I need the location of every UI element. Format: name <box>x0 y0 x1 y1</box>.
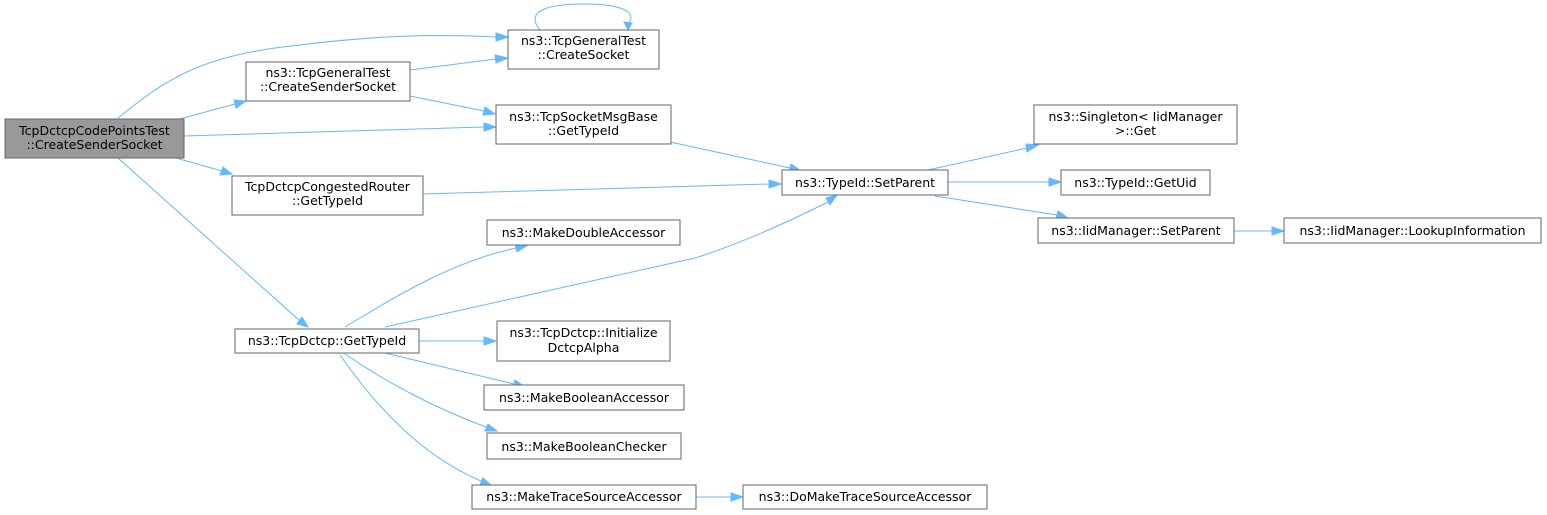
edges <box>117 3 1286 502</box>
nodes: TcpDctcpCodePointsTest ::CreateSenderSoc… <box>4 29 1542 510</box>
node-root-line-1: TcpDctcpCodePointsTest <box>18 123 170 138</box>
node-create-socket[interactable]: ns3::TcpGeneralTest ::CreateSocket <box>507 29 660 70</box>
node-root-line-2: ::CreateSenderSocket <box>26 137 162 152</box>
node-dctcp-typeid-label: ns3::TcpDctcp::GetTypeId <box>248 333 406 348</box>
node-root[interactable]: TcpDctcpCodePointsTest ::CreateSenderSoc… <box>4 118 185 159</box>
node-lookup[interactable]: ns3::IidManager::LookupInformation <box>1283 217 1542 244</box>
node-router-typeid-line-1: TcpDctcpCongestedRouter <box>244 179 411 194</box>
node-trace-acc[interactable]: ns3::MakeTraceSourceAccessor <box>471 484 697 510</box>
edge-create-sender-socket-create-socket <box>409 54 510 71</box>
node-dctcp-typeid[interactable]: ns3::TcpDctcp::GetTypeId <box>234 328 420 354</box>
edge-create-sender-socket-msgbase-typeid <box>409 95 497 116</box>
edge-setparent-getuid <box>948 177 1063 187</box>
node-router-typeid-line-2: ::GetTypeId <box>292 193 363 208</box>
node-getuid[interactable]: ns3::TypeId::GetUid <box>1060 169 1211 196</box>
edge-root-create-sender-socket <box>175 99 248 121</box>
node-lookup-label: ns3::IidManager::LookupInformation <box>1299 223 1525 238</box>
node-trace-acc-label: ns3::MakeTraceSourceAccessor <box>486 489 682 504</box>
edge-setparent-singleton-get <box>927 143 1040 171</box>
edge-trace-acc-do-trace-acc <box>696 492 745 502</box>
edge-dctcp-typeid-init-alpha <box>419 336 498 346</box>
node-bool-acc[interactable]: ns3::MakeBooleanAccessor <box>483 384 685 411</box>
node-create-socket-line-1: ns3::TcpGeneralTest <box>521 33 646 48</box>
node-do-trace-acc[interactable]: ns3::DoMakeTraceSourceAccessor <box>742 484 988 510</box>
node-iid-setparent[interactable]: ns3::IidManager::SetParent <box>1037 217 1235 244</box>
node-init-alpha[interactable]: ns3::TcpDctcp::Initialize DctcpAlpha <box>496 320 671 362</box>
node-msgbase-typeid[interactable]: ns3::TcpSocketMsgBase ::GetTypeId <box>495 104 672 145</box>
node-singleton-get-line-2: >::Get <box>1115 123 1156 138</box>
edge-router-typeid-setparent <box>422 179 783 195</box>
edge-root-msgbase-typeid <box>183 122 498 137</box>
edge-dctcp-typeid-double-acc <box>344 243 530 328</box>
edge-dctcp-typeid-bool-chk <box>344 353 499 432</box>
node-msgbase-typeid-line-1: ns3::TcpSocketMsgBase <box>509 109 658 124</box>
node-bool-acc-label: ns3::MakeBooleanAccessor <box>499 390 670 405</box>
node-router-typeid[interactable]: TcpDctcpCongestedRouter ::GetTypeId <box>231 175 424 216</box>
node-iid-setparent-label: ns3::IidManager::SetParent <box>1051 223 1221 238</box>
node-singleton-get-line-1: ns3::Singleton< IidManager <box>1048 109 1223 124</box>
edge-dctcp-typeid-trace-acc <box>339 354 494 487</box>
node-bool-chk[interactable]: ns3::MakeBooleanChecker <box>486 432 682 460</box>
edge-setparent-iid-setparent <box>934 195 1070 220</box>
edge-msgbase-typeid-setparent <box>669 141 803 173</box>
edge-root-router-typeid <box>175 157 234 176</box>
node-double-acc-label: ns3::MakeDoubleAccessor <box>502 225 666 240</box>
node-singleton-get[interactable]: ns3::Singleton< IidManager >::Get <box>1033 104 1238 145</box>
node-init-alpha-line-2: DctcpAlpha <box>548 340 620 355</box>
node-setparent-label: ns3::TypeId::SetParent <box>795 175 935 190</box>
edge-create-socket-self <box>534 3 633 32</box>
node-create-sender-socket[interactable]: ns3::TcpGeneralTest ::CreateSenderSocket <box>245 61 411 102</box>
node-bool-chk-label: ns3::MakeBooleanChecker <box>501 439 667 454</box>
node-init-alpha-line-1: ns3::TcpDctcp::Initialize <box>509 325 657 340</box>
edge-root-create-socket <box>117 32 510 119</box>
edge-iid-setparent-lookup <box>1234 226 1286 236</box>
node-setparent[interactable]: ns3::TypeId::SetParent <box>781 169 949 196</box>
node-do-trace-acc-label: ns3::DoMakeTraceSourceAccessor <box>759 489 973 504</box>
node-double-acc[interactable]: ns3::MakeDoubleAccessor <box>486 219 681 246</box>
node-create-sender-socket-line-1: ns3::TcpGeneralTest <box>265 65 390 80</box>
node-msgbase-typeid-line-2: ::GetTypeId <box>548 123 619 138</box>
node-create-sender-socket-line-2: ::CreateSenderSocket <box>260 79 396 94</box>
node-create-socket-line-2: ::CreateSocket <box>538 47 630 62</box>
node-getuid-label: ns3::TypeId::GetUid <box>1074 175 1196 190</box>
edge-root-dctcp-typeid <box>117 157 310 328</box>
edge-dctcp-typeid-setparent <box>384 194 839 328</box>
